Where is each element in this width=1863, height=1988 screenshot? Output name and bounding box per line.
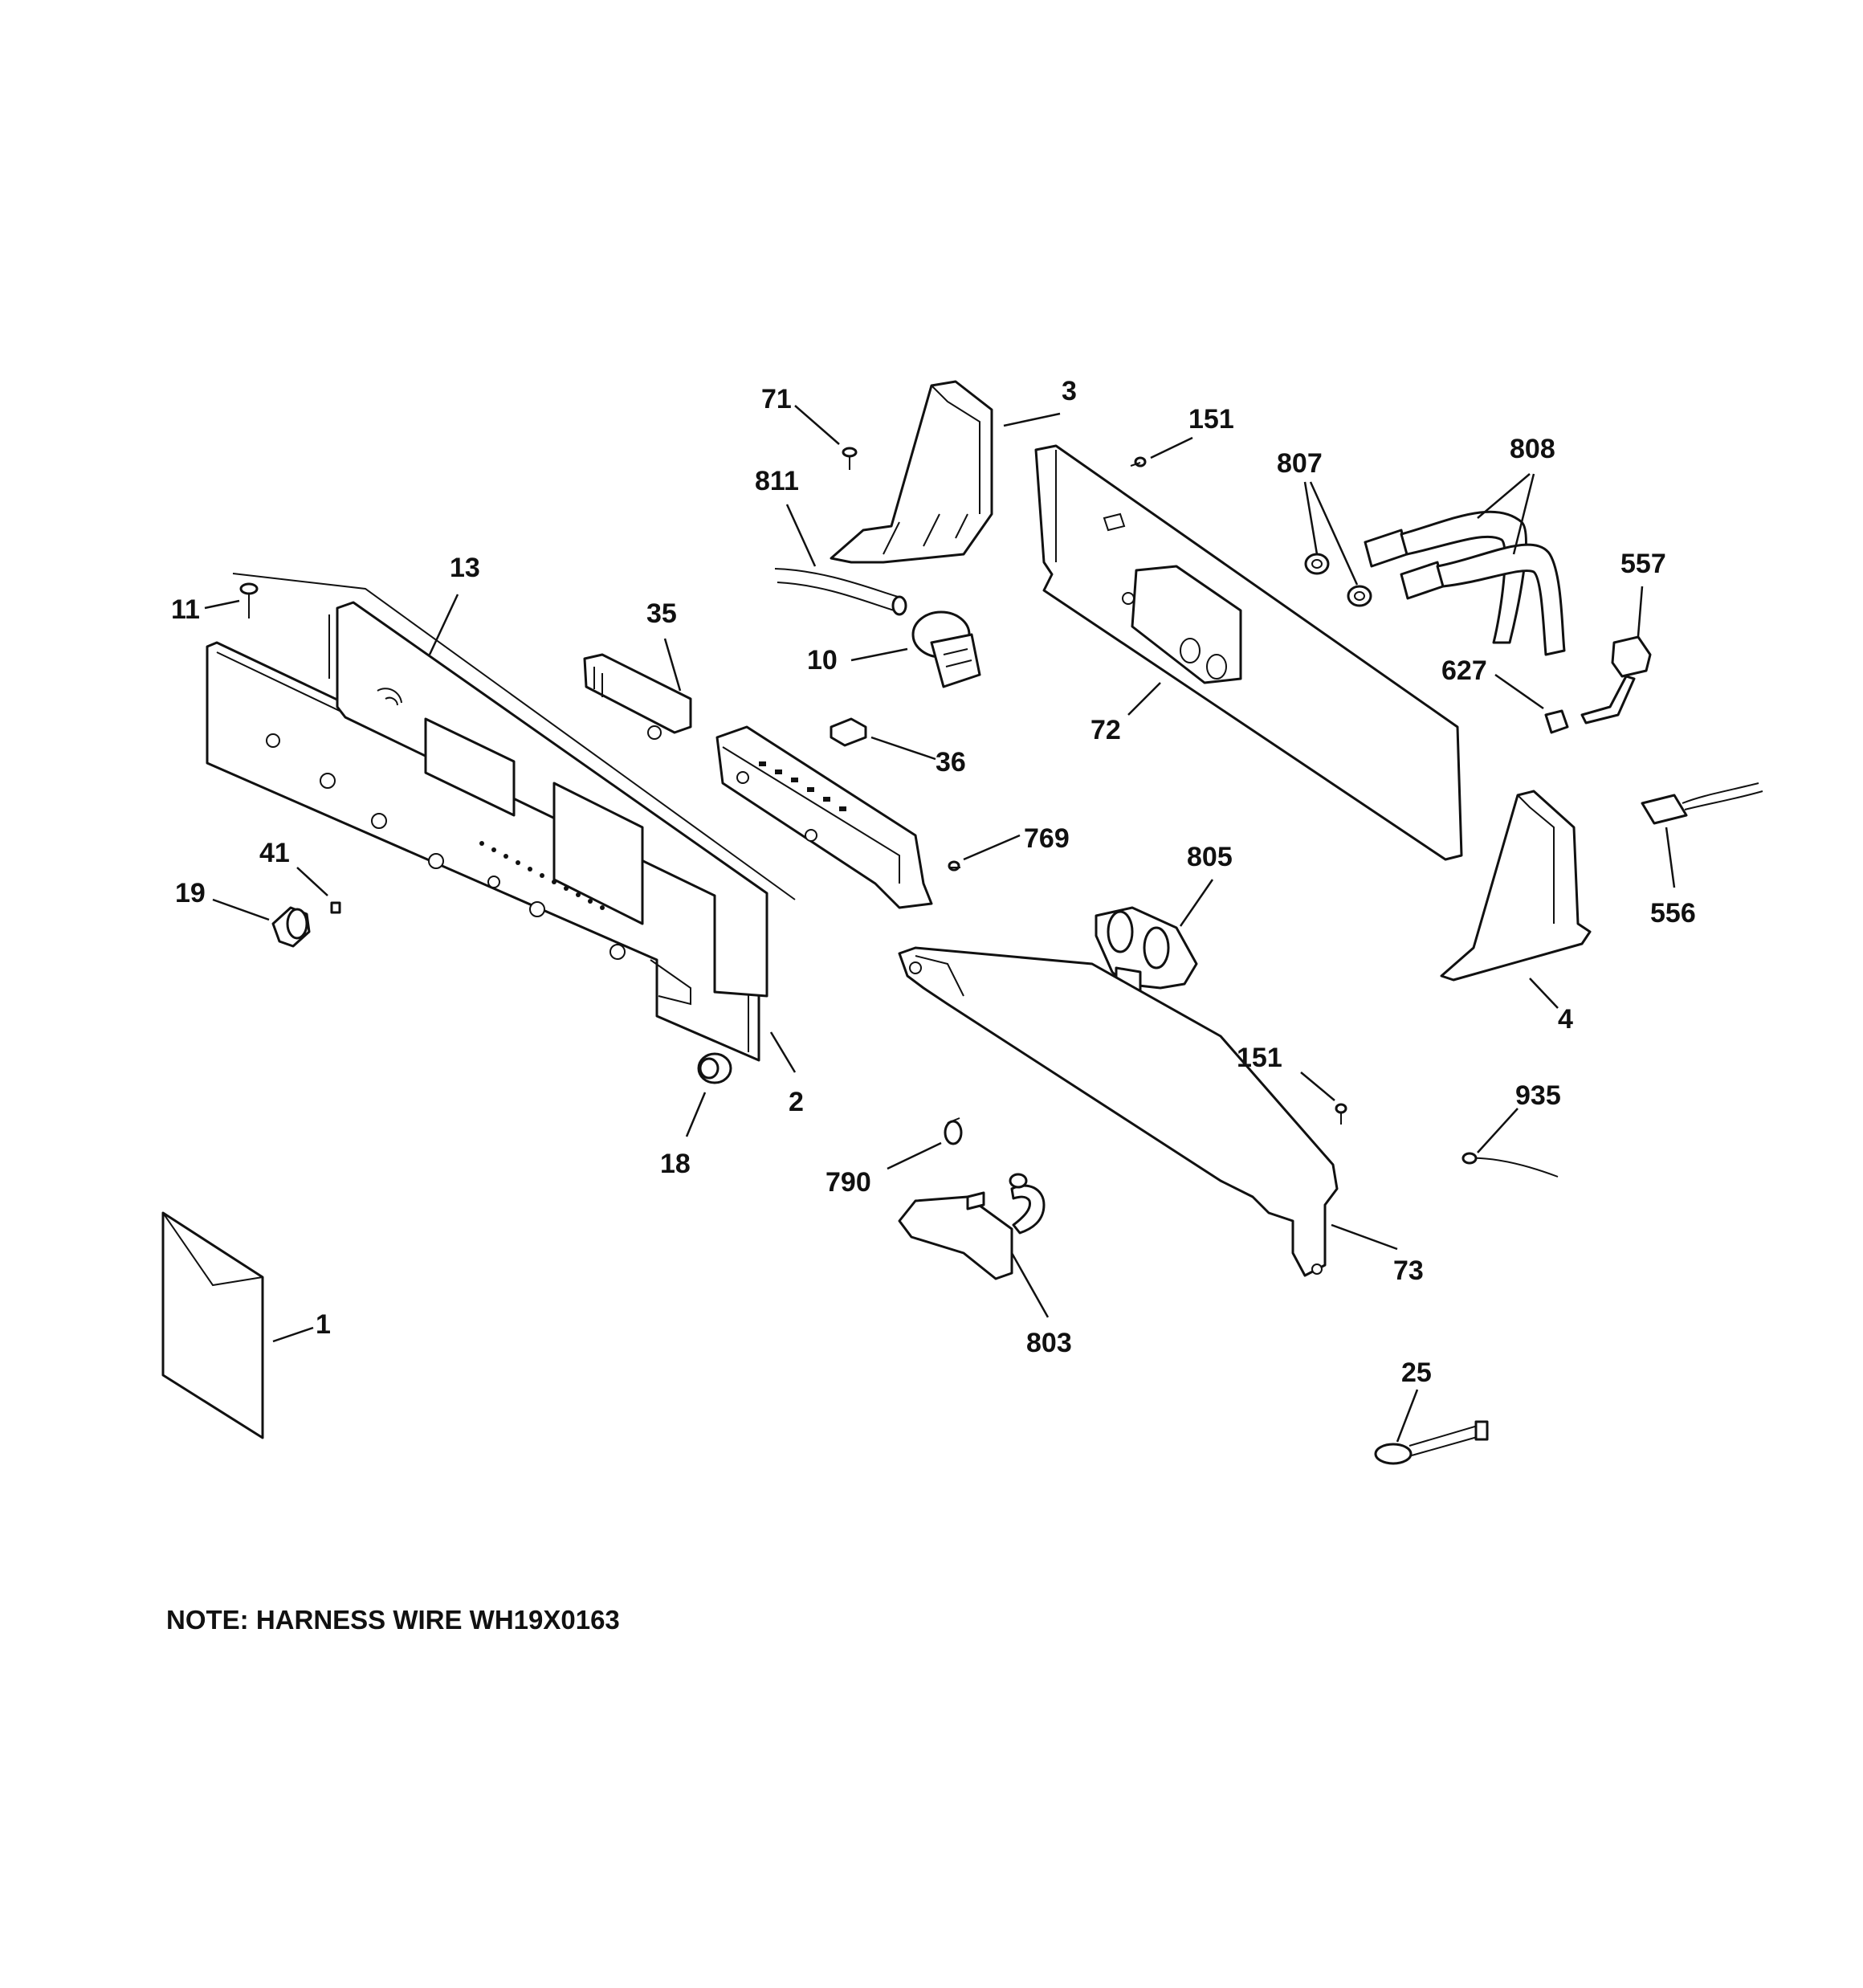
part-808-fill-hoses	[1364, 510, 1566, 656]
callout-790: 790	[826, 1167, 871, 1198]
callout-557: 557	[1620, 549, 1666, 579]
callout-556: 556	[1650, 898, 1696, 929]
part-35-board-assembly	[715, 725, 933, 909]
callout-811: 811	[755, 466, 799, 496]
part-35-bracket	[583, 653, 692, 740]
leader-lines	[204, 405, 1676, 1443]
callout-2: 2	[789, 1087, 804, 1117]
callout-72: 72	[1090, 715, 1121, 745]
part-13-panel-frame	[232, 573, 796, 998]
part-151-screw-top	[1130, 456, 1147, 467]
callout-73: 73	[1393, 1255, 1424, 1286]
callout-803: 803	[1026, 1328, 1072, 1358]
callout-4: 4	[1558, 1004, 1573, 1035]
part-803-dispenser-hose	[898, 1173, 1046, 1280]
callout-807: 807	[1277, 448, 1323, 479]
part-73-lower-panel	[898, 946, 1339, 1277]
harness-wire-note: NOTE: HARNESS WIRE WH19X0163	[166, 1605, 620, 1635]
part-935-wire	[1461, 1152, 1559, 1178]
callout-11: 11	[171, 594, 200, 625]
callout-36: 36	[936, 747, 966, 778]
part-41-spring	[330, 901, 341, 914]
callout-935: 935	[1515, 1080, 1561, 1111]
callout-71: 71	[761, 384, 792, 414]
callout-808: 808	[1510, 434, 1555, 464]
part-25-bolt	[1374, 1420, 1489, 1465]
part-72-back-panel	[1034, 444, 1463, 861]
part-11-screw	[239, 582, 259, 618]
part-556-connector	[1641, 782, 1763, 825]
part-557-connector	[1580, 635, 1652, 725]
callout-151-top: 151	[1188, 404, 1234, 435]
callout-25: 25	[1401, 1357, 1432, 1388]
callout-labels: 71 3 151 807 808 811 13 11 35 10 557 627…	[171, 376, 1696, 1388]
callout-3: 3	[1062, 376, 1077, 406]
part-151-screw-lower	[1335, 1103, 1347, 1125]
callout-41: 41	[259, 838, 290, 868]
part-36-clip	[830, 717, 867, 747]
part-1-literature-envelope	[161, 1211, 264, 1439]
callout-18: 18	[660, 1149, 691, 1179]
part-627-plug	[1544, 709, 1569, 734]
part-811-hose	[774, 568, 907, 616]
part-18-bushing	[697, 1052, 732, 1084]
part-4-bracket	[1440, 790, 1592, 982]
callout-151-lower: 151	[1237, 1043, 1282, 1073]
callout-627: 627	[1441, 655, 1487, 686]
callout-1: 1	[316, 1309, 331, 1340]
part-3-bracket	[830, 380, 993, 564]
part-790-clamp	[944, 1117, 963, 1145]
part-19-knob	[271, 906, 311, 948]
part-769-screw	[948, 860, 960, 872]
callout-805: 805	[1187, 842, 1233, 872]
part-807-washers	[1304, 553, 1372, 607]
part-10-pressure-switch	[911, 610, 981, 688]
callout-19: 19	[175, 878, 206, 908]
callout-13: 13	[450, 553, 480, 583]
callout-769: 769	[1024, 823, 1070, 854]
part-71-screw	[842, 447, 858, 470]
callout-35: 35	[646, 598, 677, 629]
callout-10: 10	[807, 645, 838, 676]
